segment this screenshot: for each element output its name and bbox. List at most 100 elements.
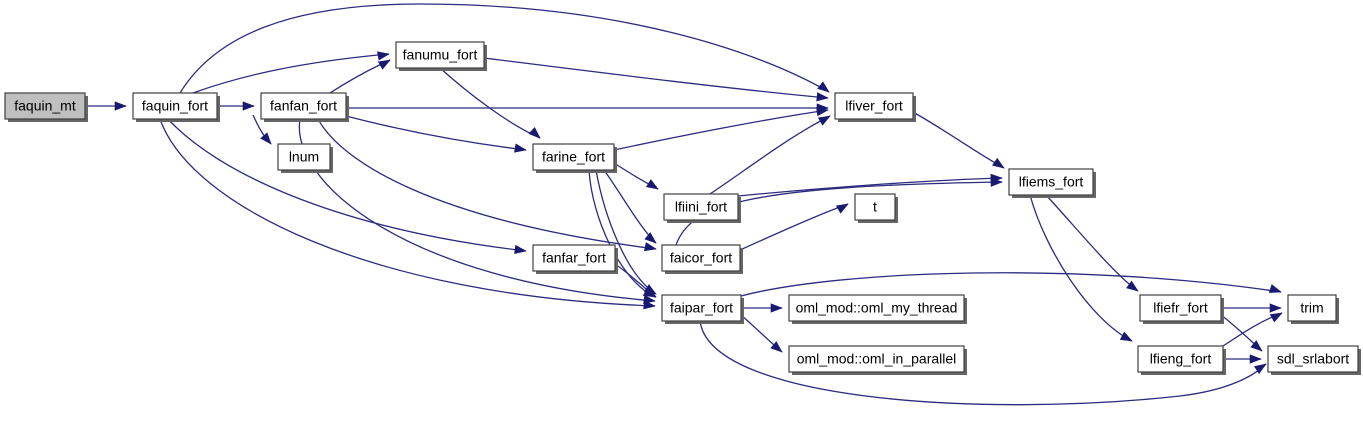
arrowhead-icon	[528, 126, 541, 139]
arrowhead-icon	[514, 244, 527, 255]
arrowhead-icon	[1119, 331, 1133, 342]
node-fanfan_fort[interactable]: fanfan_fort	[260, 92, 349, 122]
arrowhead-icon	[643, 242, 657, 252]
edge-faicor_fort-to-lfiems_fort_arc	[675, 181, 1003, 246]
node-box[interactable]	[1267, 345, 1359, 373]
node-faquin_fort[interactable]: faquin_fort	[132, 92, 220, 122]
node-box[interactable]	[661, 294, 742, 322]
node-oml_in_parallel[interactable]: oml_mod::oml_in_parallel	[788, 345, 967, 375]
node-label: fanfan_fort	[270, 98, 337, 114]
node-box[interactable]	[532, 143, 615, 171]
arrowhead-icon	[816, 92, 829, 102]
arrowhead-icon	[770, 341, 783, 353]
edge-lfiver_fort-to-lfiems_fort	[912, 111, 1005, 169]
arrowhead-icon	[643, 294, 656, 305]
node-box[interactable]	[1139, 294, 1222, 322]
node-box[interactable]	[788, 345, 965, 373]
edge-faipar_fort-to-sdl_srlabort	[699, 320, 1267, 406]
arrowhead-icon	[1268, 284, 1282, 293]
node-sdl_srlabort[interactable]: sdl_srlabort	[1267, 345, 1361, 375]
arrowhead-icon	[114, 101, 127, 111]
node-box[interactable]	[260, 92, 347, 120]
node-box[interactable]	[854, 193, 896, 221]
node-box[interactable]	[663, 193, 739, 221]
node-box[interactable]	[277, 143, 331, 171]
node-box[interactable]	[1287, 294, 1337, 322]
node-label: sdl_srlabort	[1277, 351, 1349, 367]
arrowhead-icon	[242, 101, 255, 111]
arrowhead-icon	[260, 132, 272, 145]
node-label: fanfar_fort	[542, 250, 606, 266]
edge-fanumu_fort-to-farine_fort	[439, 67, 541, 139]
arrowhead-icon	[1250, 340, 1263, 352]
node-box[interactable]	[788, 294, 965, 322]
node-box[interactable]	[395, 41, 485, 69]
node-lfiver_fort[interactable]: lfiver_fort	[834, 92, 916, 122]
edge-lfiini_fort-to-lfiver_fort	[709, 115, 831, 195]
arrowhead-icon	[835, 203, 849, 214]
arrowhead-icon	[1126, 280, 1139, 292]
arrowhead-icon	[1249, 354, 1262, 364]
node-label: faicor_fort	[670, 250, 732, 266]
arrowhead-icon	[644, 286, 657, 298]
node-label: lfiems_fort	[1019, 174, 1084, 190]
node-fanumu_fort[interactable]: fanumu_fort	[395, 41, 487, 71]
edge-fanfan_fort-to-farine_fort	[345, 115, 527, 151]
node-label: lfiefr_fort	[1153, 300, 1208, 316]
edge-fanfan_fort-to-faicor_fort	[317, 118, 657, 250]
arrowhead-icon	[817, 81, 830, 93]
node-label: faquin_mt	[14, 98, 76, 114]
node-box[interactable]	[834, 92, 914, 120]
arrowhead-icon	[1269, 312, 1283, 323]
node-lfiini_fort[interactable]: lfiini_fort	[663, 193, 741, 223]
node-label: faquin_fort	[142, 98, 208, 114]
node-lfieng_fort[interactable]: lfieng_fort	[1137, 345, 1226, 375]
node-lfiems_fort[interactable]: lfiems_fort	[1008, 168, 1096, 198]
node-label: lfiini_fort	[675, 199, 727, 215]
node-fanfar_fort[interactable]: fanfar_fort	[532, 244, 618, 274]
node-oml_my_thread[interactable]: oml_mod::oml_my_thread	[788, 294, 967, 324]
node-faicor_fort[interactable]: faicor_fort	[661, 244, 743, 274]
node-faipar_fort[interactable]: faipar_fort	[661, 294, 744, 324]
edge-faquin_fort-to-faipar_fort	[159, 118, 656, 307]
node-label: farine_fort	[542, 149, 605, 165]
node-label: oml_mod::oml_in_parallel	[797, 351, 957, 367]
node-box[interactable]	[1008, 168, 1094, 196]
arrowhead-icon	[377, 59, 391, 70]
edge-faquin_fort-to-lfiver_fort	[179, 3, 830, 94]
node-box[interactable]	[4, 92, 86, 120]
arrowhead-icon	[644, 232, 657, 244]
arrowheads-layer	[114, 51, 1283, 375]
arrowhead-icon	[377, 51, 390, 61]
node-faquin_mt[interactable]: faquin_mt	[4, 92, 88, 122]
node-farine_fort[interactable]: farine_fort	[532, 143, 617, 173]
edge-lfiini_fort-to-lfiems_fort	[737, 177, 1003, 197]
node-lfiefr_fort[interactable]: lfiefr_fort	[1139, 294, 1224, 324]
edge-faquin_fort-to-fanumu_fort	[192, 53, 390, 94]
node-box[interactable]	[661, 244, 741, 272]
arrowhead-icon	[645, 179, 659, 190]
edge-farine_fort-to-faicor_fort	[603, 169, 657, 244]
node-trim[interactable]: trim	[1287, 294, 1339, 324]
node-label: lnum	[289, 149, 319, 165]
node-t[interactable]: t	[854, 193, 898, 223]
arrowhead-icon	[770, 303, 783, 313]
node-box[interactable]	[132, 92, 218, 120]
arrowhead-icon	[992, 157, 1005, 169]
arrowhead-icon	[817, 115, 831, 126]
edge-faquin_fort-to-fanfar_fort	[167, 118, 527, 252]
edge-faipar_fort-to-trim	[740, 272, 1282, 297]
node-label: lfieng_fort	[1150, 351, 1212, 367]
node-label: lfiver_fort	[845, 98, 903, 114]
node-label: t	[873, 199, 877, 215]
edge-faicor_fort-to-t	[739, 203, 849, 251]
arrowhead-icon	[1253, 363, 1267, 375]
node-box[interactable]	[1137, 345, 1224, 373]
node-box[interactable]	[532, 244, 616, 272]
arrowhead-icon	[514, 143, 527, 153]
arrowhead-icon	[1269, 303, 1282, 313]
node-lnum[interactable]: lnum	[277, 143, 333, 173]
